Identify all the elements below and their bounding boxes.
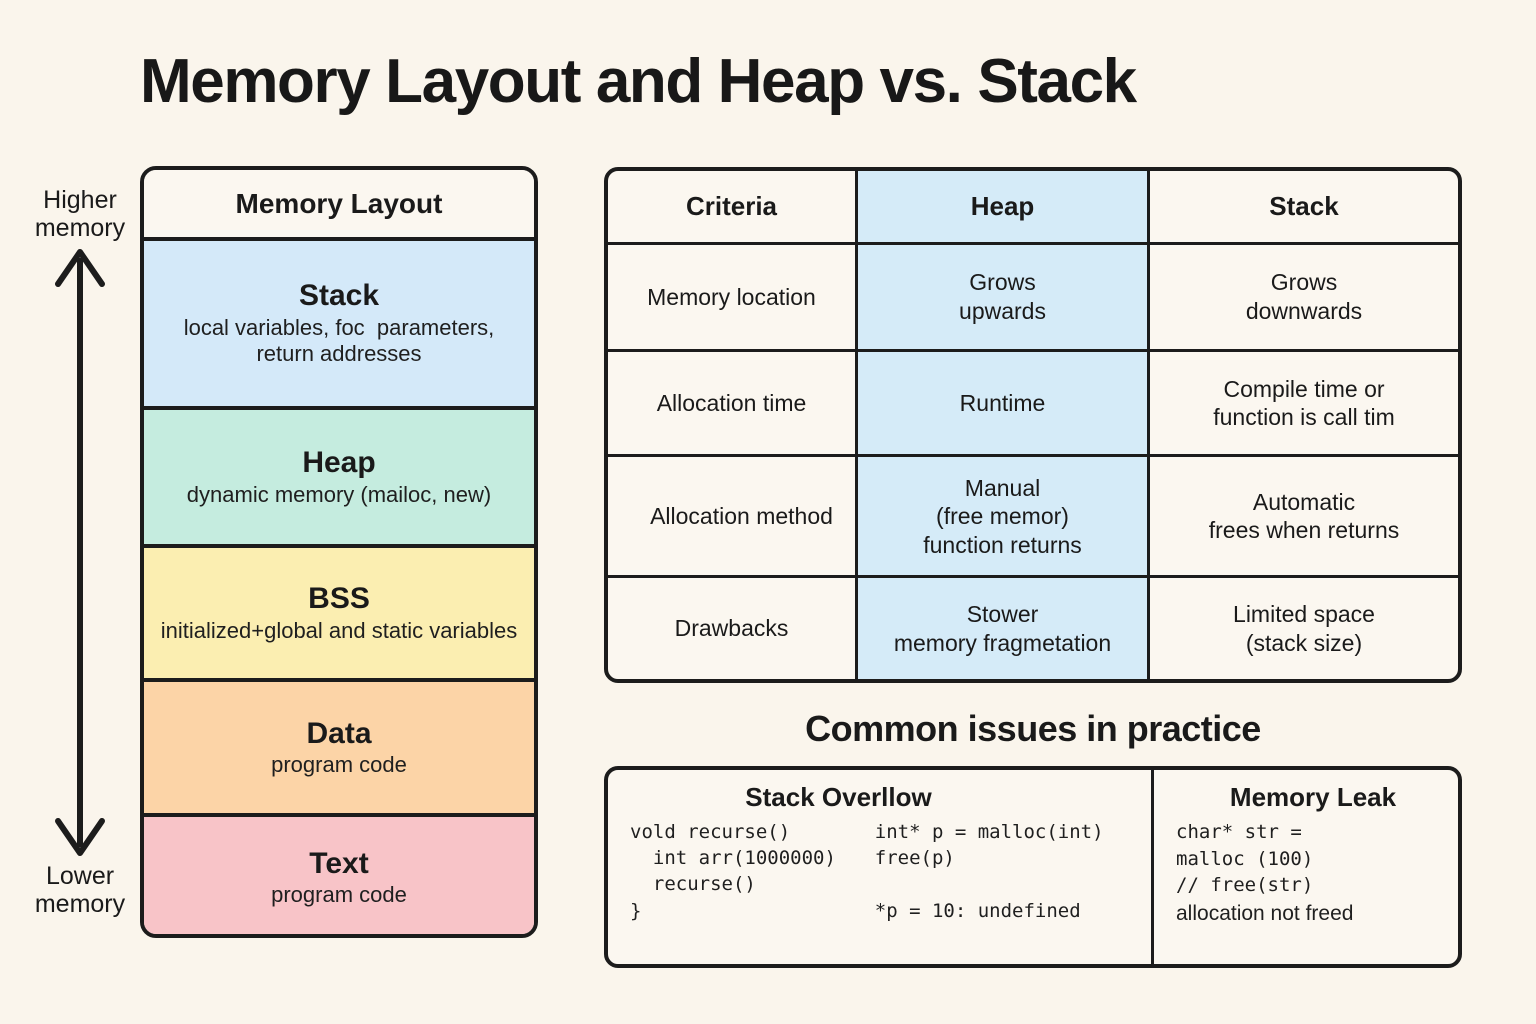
column-header-heap: Heap — [858, 171, 1150, 242]
segment-name: Text — [309, 846, 369, 880]
segment-description: dynamic memory (mailoc, new) — [186, 481, 492, 507]
memory-segment-text: Text program code — [144, 817, 534, 934]
memory-segment-data: Data program code — [144, 682, 534, 817]
issue-stack-overflow: Stack Overllow vold recurse() int arr(10… — [608, 770, 1154, 964]
cell-stack: Grows downwards — [1245, 269, 1363, 324]
segment-name: Stack — [298, 279, 380, 313]
table-row: Allocation method Manual (free memor) fu… — [608, 457, 1458, 579]
heap-vs-stack-table: Criteria Heap Stack Memory location Grow… — [604, 167, 1462, 683]
code-snippet-memory-leak: char* str = malloc (100) // free(str) — [1176, 821, 1314, 897]
table-row: Memory location Grows upwards Grows down… — [608, 244, 1458, 352]
cell-criteria: Drawbacks — [608, 578, 858, 679]
memory-layout-diagram: Memory Layout Stack local variables, foc… — [140, 166, 538, 938]
common-issues-heading: Common issues in practice — [805, 708, 1261, 749]
cell-criteria: Allocation method — [608, 457, 858, 576]
code-snippet-dangling-pointer: int* p = malloc(int) free(p) *p = 10: un… — [874, 821, 1104, 922]
memory-leak-note: allocation not freed — [1176, 901, 1354, 925]
lower-memory-label: Lower memory — [34, 862, 126, 918]
cell-heap: Stower memory fragmetation — [858, 578, 1150, 679]
page-title: Memory Layout and Heap vs. Stack — [140, 47, 1137, 116]
segment-name: BSS — [308, 582, 370, 615]
memory-layout-header: Memory Layout — [144, 170, 534, 241]
memory-segment-heap: Heap dynamic memory (mailoc, new) — [144, 410, 534, 548]
memory-segment-stack: Stack local variables, foc parameters, r… — [144, 241, 534, 410]
code-snippet-recursion: vold recurse() int arr(1000000) recurse(… — [630, 821, 836, 922]
issue-memory-leak: Memory Leak char* str = malloc (100) // … — [1154, 770, 1458, 964]
table-row: Drawbacks Stower memory fragmetation Lim… — [608, 578, 1458, 679]
memory-segment-bss: BSS initialized+global and static variab… — [144, 548, 534, 682]
segment-description: initialized+global and static variables — [160, 617, 518, 643]
table-header-row: Criteria Heap Stack — [608, 171, 1458, 245]
issue-title: Memory Leak — [1229, 782, 1397, 812]
table-row: Allocation time Runtime Compile time or … — [608, 351, 1458, 458]
segment-description: program code — [271, 882, 407, 908]
column-header-criteria: Criteria — [608, 171, 858, 242]
segment-description: local variables, foc parameters, return … — [183, 314, 495, 367]
cell-heap: Manual (free memor) function returns — [858, 457, 1150, 576]
segment-description: program code — [271, 752, 407, 778]
cell-criteria: Memory location — [608, 244, 858, 349]
cell-heap: Grows upwards — [858, 244, 1150, 349]
segment-name: Data — [306, 716, 372, 750]
segment-name: Heap — [302, 446, 376, 479]
cell-stack: Compile time or function is call tim — [1213, 375, 1395, 431]
cell-heap: Runtime — [858, 351, 1150, 455]
cell-stack: Automatic frees when returns — [1208, 488, 1400, 544]
column-header-stack: Stack — [1269, 191, 1339, 222]
higher-memory-label: Higher memory — [34, 186, 126, 242]
common-issues-panel: Stack Overllow vold recurse() int arr(10… — [604, 766, 1462, 968]
issue-title: Stack Overllow — [745, 782, 932, 812]
cell-stack: Limited space (stack size) — [1233, 601, 1375, 656]
memory-direction-arrow-icon — [55, 249, 105, 856]
cell-criteria: Allocation time — [608, 351, 858, 455]
cell-criteria-text: Allocation method — [650, 503, 833, 530]
